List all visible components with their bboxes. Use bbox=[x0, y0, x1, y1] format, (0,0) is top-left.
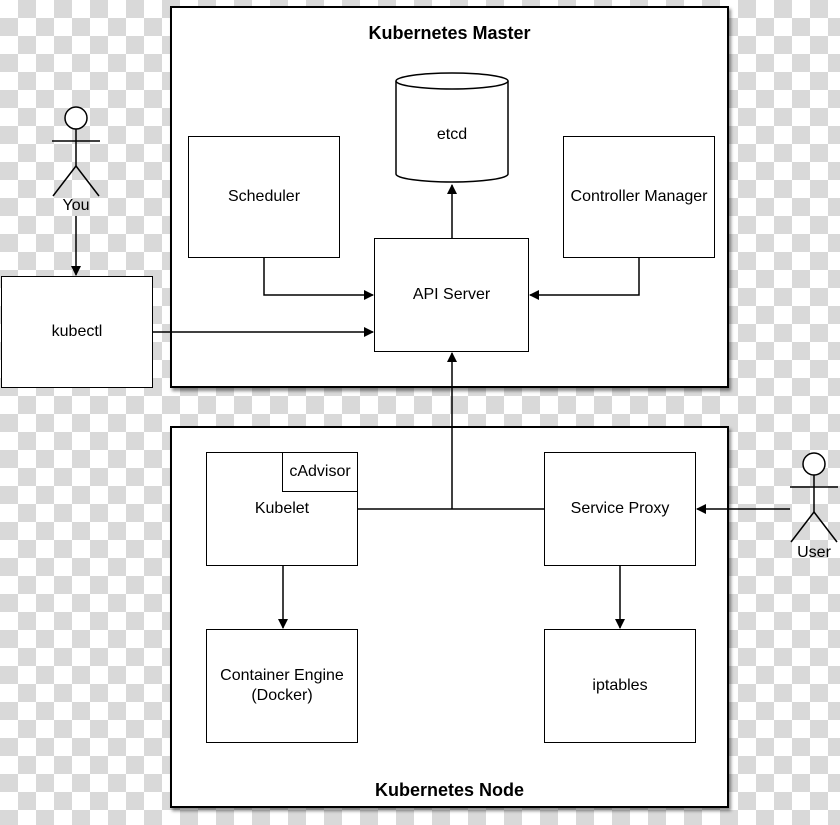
etcd-database[interactable] bbox=[395, 72, 509, 183]
iptables-box[interactable]: iptables bbox=[544, 629, 696, 743]
iptables-label: iptables bbox=[592, 677, 648, 694]
controller-manager-label: Controller Manager bbox=[570, 188, 708, 205]
controller-to-api-arrow bbox=[529, 258, 640, 300]
user-label: User bbox=[797, 544, 831, 561]
master-title: Kubernetes Master bbox=[368, 23, 531, 43]
api-server-box[interactable]: API Server bbox=[374, 238, 529, 352]
controller-manager-box[interactable]: Controller Manager bbox=[563, 136, 715, 258]
container-engine-label: Container Engine (Docker) bbox=[220, 667, 344, 704]
service-proxy-label: Service Proxy bbox=[570, 500, 670, 517]
scheduler-to-api-arrow bbox=[263, 258, 374, 300]
kubectl-label: kubectl bbox=[51, 323, 103, 340]
node-title: Kubernetes Node bbox=[374, 780, 525, 800]
container-engine-box[interactable]: Container Engine (Docker) bbox=[206, 629, 358, 743]
you-label: You bbox=[62, 197, 90, 214]
scheduler-box[interactable]: Scheduler bbox=[188, 136, 340, 258]
you-actor-icon bbox=[52, 106, 100, 197]
kubelet-label: Kubelet bbox=[254, 500, 310, 517]
cadvisor-label: cAdvisor bbox=[289, 463, 351, 480]
etcd-label: etcd bbox=[436, 126, 468, 143]
cadvisor-box[interactable]: cAdvisor bbox=[282, 452, 358, 492]
kubectl-box[interactable]: kubectl bbox=[1, 276, 153, 388]
user-actor-icon bbox=[790, 452, 838, 543]
scheduler-label: Scheduler bbox=[227, 188, 301, 205]
service-proxy-box[interactable]: Service Proxy bbox=[544, 452, 696, 566]
api-server-label: API Server bbox=[412, 286, 491, 303]
